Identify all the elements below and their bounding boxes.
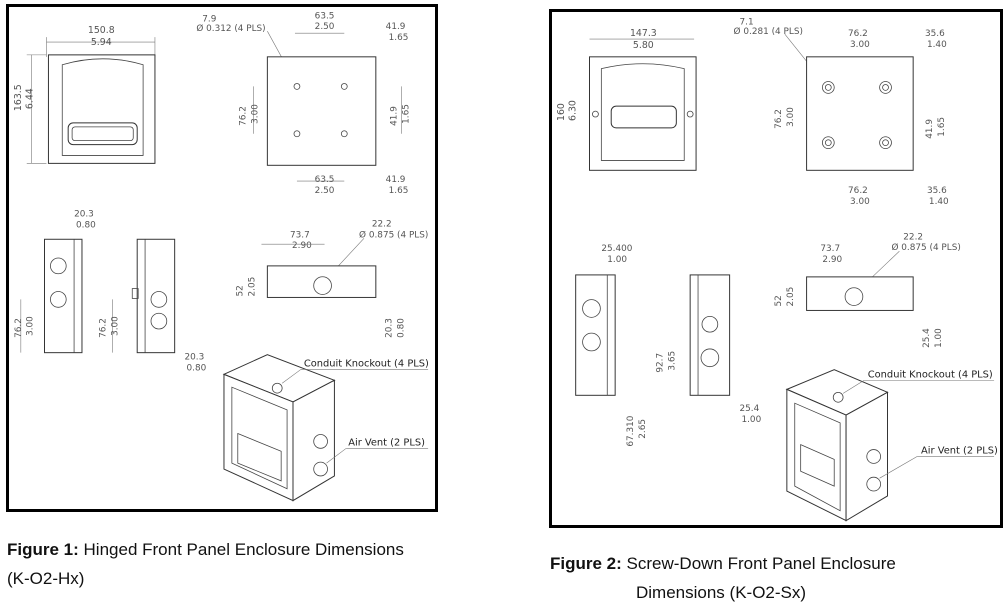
figure2-caption-label: Figure 2: [550,554,622,573]
figure2-drawing-frame: 147.3 5.80 160 6.30 7.1 Ø 0.281 (4 PLS) … [549,9,1003,528]
f1-bottom-r-in: 0.80 [396,318,406,338]
f2-side-top-mm: 25.400 [601,244,632,254]
figure1-caption-label: Figure 1: [7,540,79,559]
f2-back-bot-in: 3.00 [850,197,870,207]
f2-back-right-mm: 41.9 [925,119,935,139]
f1-front-height-mm: 163.5 [13,84,24,111]
f1-front-height-in: 6.44 [25,88,36,109]
f1-back-hole-mm: 7.9 [202,14,216,24]
figure1-drawing: 150.8 5.94 163.5 6.44 7.9 Ø 0.312 (4 PLS… [13,11,429,502]
f2-side-r-in: 3.65 [667,351,677,371]
f2-back-top-in: 3.00 [850,40,870,50]
f1-bottom-hole-in: Ø 0.875 (4 PLS) [359,229,428,240]
f1-back-top-in: 2.50 [315,22,335,32]
figure1-caption: Figure 1: Hinged Front Panel Enclosure D… [7,535,447,593]
f1-back-left-in: 3.00 [251,104,261,124]
f1-back-bot-in: 2.50 [315,186,335,196]
f1-front-view: 150.8 5.94 163.5 6.44 [13,25,156,164]
f2-side-bl-in: 2.65 [638,419,648,439]
f2-bottom-h-mm: 52 [774,295,784,306]
f1-back-right-in: 1.65 [401,104,411,124]
f1-side-bot-in: 0.80 [186,363,206,373]
f2-back-right-in: 1.65 [937,117,947,137]
f2-bottom-w-in: 2.90 [822,255,842,265]
f2-side-bot-in: 1.00 [741,415,761,425]
f1-side-left-mm: 76.2 [14,318,24,338]
f1-side-left-in: 3.00 [26,316,36,336]
f1-back-view: 7.9 Ø 0.312 (4 PLS) 63.5 2.50 41.9 1.65 … [196,11,411,196]
f1-conduit-label: Conduit Knockout (4 PLS) [304,358,429,369]
f1-side-views: 20.3 0.80 76.2 3.00 76.2 3.00 20.3 0.80 [14,210,207,374]
f2-bottom-hole-mm: 22.2 [903,232,923,242]
figure2-caption: Figure 2: Screw-Down Front Panel Enclosu… [550,549,990,607]
f1-bottom-r-mm: 20.3 [385,318,395,338]
f1-bottom-hole-mm: 22.2 [372,219,392,229]
f2-back-hole-mm: 7.1 [739,17,753,27]
figure2-drawing: 147.3 5.80 160 6.30 7.1 Ø 0.281 (4 PLS) … [556,17,998,522]
f2-back-hole-in: Ø 0.281 (4 PLS) [734,26,803,37]
f2-conduit-label: Conduit Knockout (4 PLS) [868,370,993,381]
f1-back-tr-in: 1.65 [389,33,409,43]
f1-side-top-in: 0.80 [76,220,96,230]
figure1-caption-line1: Hinged Front Panel Enclosure Dimensions [83,540,404,559]
f2-back-tr-mm: 35.6 [925,29,945,39]
f1-front-width-mm: 150.8 [88,25,115,36]
f1-bottom-w-in: 2.90 [292,241,312,251]
f2-bottom-hole-in: Ø 0.875 (4 PLS) [891,242,960,253]
figure1-drawing-frame: 150.8 5.94 163.5 6.44 7.9 Ø 0.312 (4 PLS… [6,4,438,512]
f1-back-br-mm: 41.9 [386,175,406,185]
f2-side-r-mm: 92.7 [656,353,666,373]
f2-front-view: 147.3 5.80 160 6.30 [556,28,697,171]
f2-back-tr-in: 1.40 [927,40,947,50]
f2-bottom-r-mm: 25.4 [922,328,932,348]
f1-bottom-w-mm: 73.7 [290,230,310,240]
f1-bottom-h-in: 2.05 [248,277,258,297]
f2-side-top-in: 1.00 [607,255,627,265]
f2-front-height-in: 6.30 [568,100,579,121]
f1-back-right-mm: 41.9 [390,106,400,126]
f1-back-top-mm: 63.5 [315,11,335,21]
f1-side-top-mm: 20.3 [74,210,94,220]
f2-front-width-mm: 147.3 [630,28,657,39]
f2-bottom-w-mm: 73.7 [820,244,840,254]
f1-side-bot-mm: 20.3 [185,353,205,363]
f2-iso-view: Conduit Knockout (4 PLS) Air Vent (2 PLS… [785,369,998,522]
f2-back-bot-mm: 76.2 [848,186,868,196]
f1-back-br-in: 1.65 [389,186,409,196]
f1-back-tr-mm: 41.9 [386,22,406,32]
f2-vent-label: Air Vent (2 PLS) [921,446,998,457]
f1-back-hole-in: Ø 0.312 (4 PLS) [196,23,265,34]
figure2-caption-line2: Dimensions (K-O2-Sx) [636,583,807,602]
f1-bottom-h-mm: 52 [236,285,246,296]
f2-back-left-in: 3.00 [786,107,796,127]
f2-side-views: 25.400 1.00 67.310 2.65 92.7 3.65 25.4 1… [575,244,762,447]
f2-back-left-mm: 76.2 [774,109,784,129]
f1-side-right-mm: 76.2 [99,318,109,338]
f2-back-top-mm: 76.2 [848,29,868,39]
f2-side-bot-mm: 25.4 [739,404,759,414]
f1-front-width-in: 5.94 [91,37,112,48]
f2-back-br-mm: 35.6 [927,186,947,196]
f2-front-width-in: 5.80 [633,40,654,51]
f1-iso-view: Conduit Knockout (4 PLS) Air Vent (2 PLS… [222,354,429,502]
f2-bottom-view: 73.7 2.90 22.2 Ø 0.875 (4 PLS) 52 2.05 2… [774,232,961,348]
f2-bottom-h-in: 2.05 [786,287,796,307]
f1-back-bot-mm: 63.5 [315,175,335,185]
f2-front-height-mm: 160 [556,103,567,121]
figure1-caption-line2: (K-O2-Hx) [7,569,85,588]
f2-back-br-in: 1.40 [929,197,949,207]
f1-bottom-view: 73.7 2.90 22.2 Ø 0.875 (4 PLS) 52 2.05 2… [236,219,429,337]
f2-bottom-r-in: 1.00 [934,328,944,348]
f1-back-left-mm: 76.2 [239,106,249,126]
figure2-caption-line1: Screw-Down Front Panel Enclosure [626,554,896,573]
f1-vent-label: Air Vent (2 PLS) [348,437,425,448]
f2-side-bl-mm: 67.310 [626,415,636,446]
f1-side-right-in: 3.00 [110,316,120,336]
f2-back-view: 7.1 Ø 0.281 (4 PLS) 76.2 3.00 35.6 1.40 … [734,17,949,207]
